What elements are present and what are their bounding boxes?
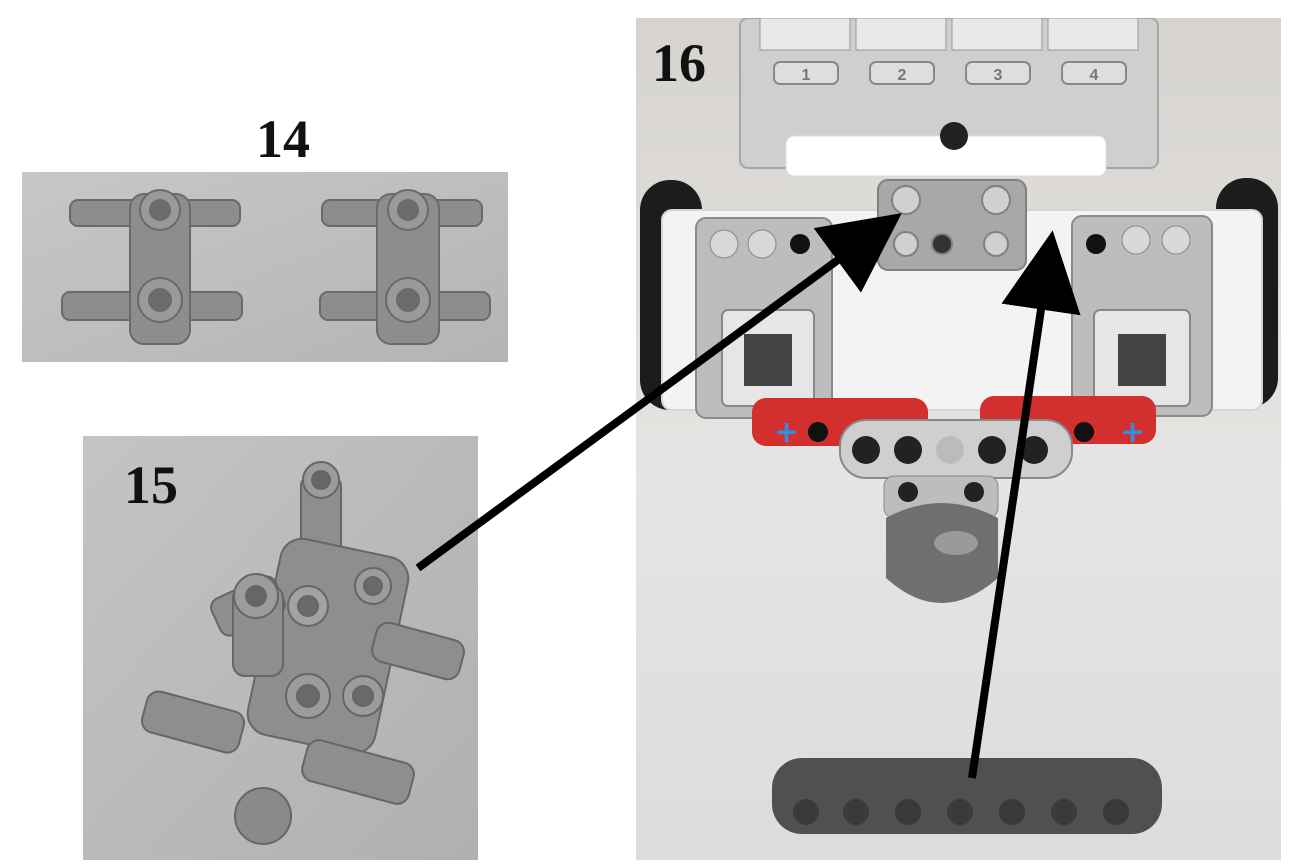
right-sensor-module bbox=[1071, 215, 1213, 417]
port-label-1: 1 bbox=[802, 67, 811, 84]
blue-plus-right-icon: + bbox=[1120, 415, 1145, 450]
step-15-label: 15 bbox=[124, 455, 178, 515]
assembled-connector bbox=[140, 461, 465, 845]
step-16-photo: 1 2 3 4 bbox=[636, 18, 1281, 860]
step-16-label: 16 bbox=[652, 33, 706, 93]
dark-beam bbox=[772, 758, 1162, 834]
port-label-3: 3 bbox=[994, 67, 1003, 84]
left-sensor-module bbox=[695, 217, 833, 419]
port-label-4: 4 bbox=[1090, 67, 1099, 84]
step-14-label: 14 bbox=[256, 109, 310, 169]
step-14-photo bbox=[22, 172, 508, 362]
center-connector bbox=[877, 179, 1027, 271]
blue-plus-left-icon: + bbox=[774, 415, 799, 450]
h-connector-left bbox=[61, 189, 243, 345]
ev3-hub: 1 2 3 4 bbox=[739, 18, 1159, 177]
front-beam bbox=[839, 419, 1073, 479]
port-label-2: 2 bbox=[898, 67, 907, 84]
ball-caster bbox=[883, 475, 999, 603]
step-15-photo bbox=[83, 436, 478, 860]
